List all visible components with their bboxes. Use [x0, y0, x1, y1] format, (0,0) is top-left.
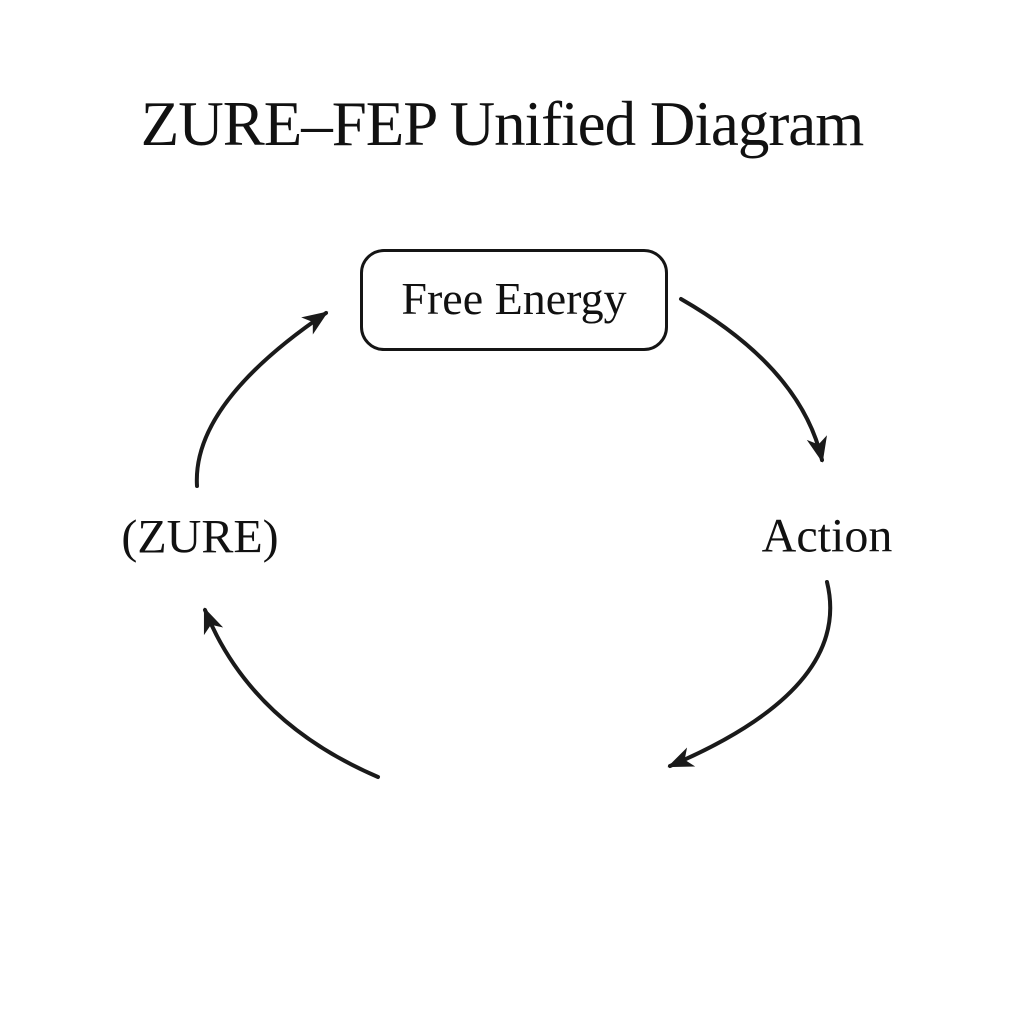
- arrow-bottom-to-zure-icon: [203, 607, 380, 779]
- diagram-title: ZURE–FEP Unified Diagram: [140, 89, 865, 159]
- node-free-energy: Free Energy: [360, 249, 668, 351]
- node-zure-label: (ZURE): [121, 510, 279, 564]
- arrow-zure-to-free-energy-icon: [194, 311, 329, 488]
- node-free-energy-label: Free Energy: [401, 272, 627, 324]
- node-action-label: Action: [761, 509, 893, 563]
- arrow-action-to-bottom-icon: [667, 580, 833, 768]
- arrow-free-energy-to-action-icon: [679, 297, 827, 463]
